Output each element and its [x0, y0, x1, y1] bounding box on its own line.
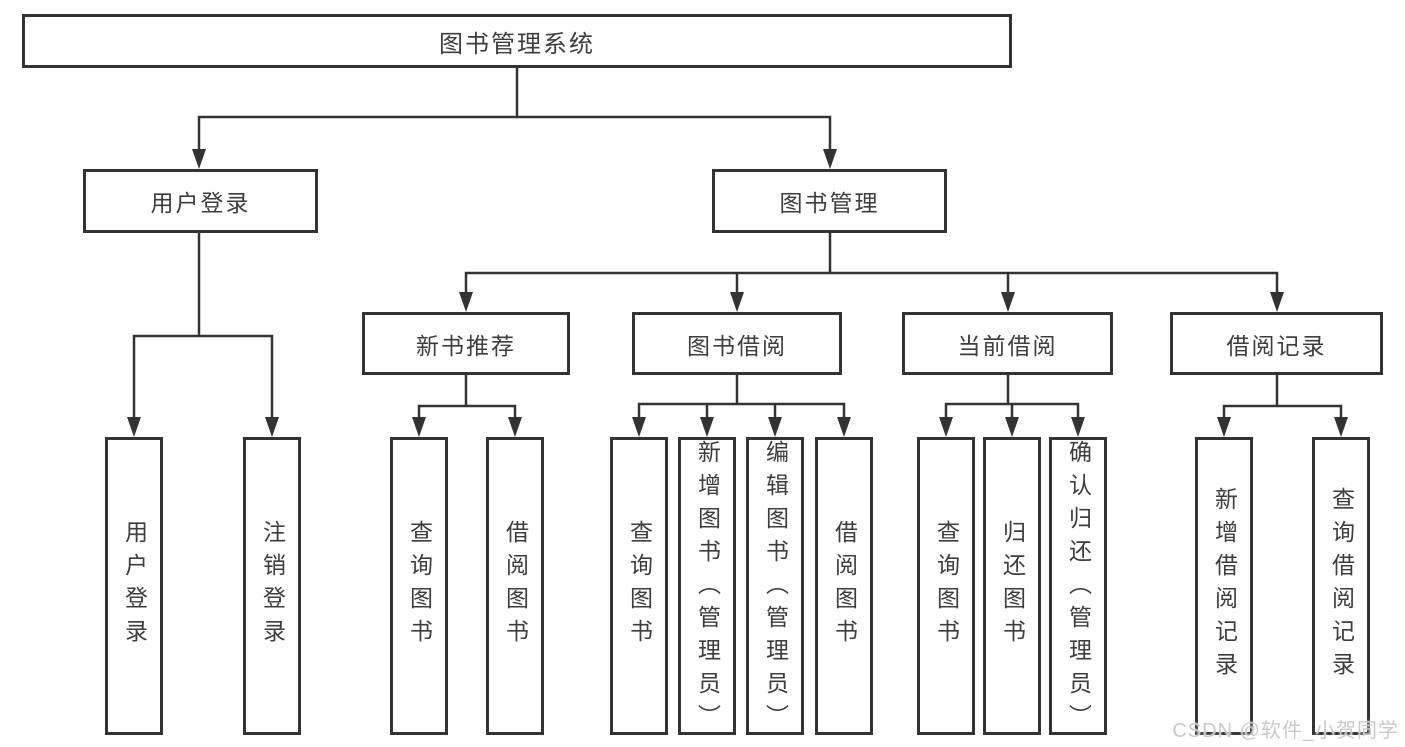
leaf-query-borrow-record: 查询借阅记录: [1312, 437, 1370, 735]
node-current-borrowing: 当前借阅: [902, 312, 1113, 375]
leaf-query-books-current: 查询图书: [917, 437, 975, 735]
node-book-borrowing: 图书借阅: [632, 312, 842, 375]
node-label: 借阅记录: [1226, 332, 1327, 359]
node-label: 图书借阅: [687, 332, 787, 359]
node-label: 查询图书: [626, 520, 653, 652]
leaf-query-books-recommend: 查询图书: [390, 437, 448, 735]
node-label: 编辑图书（管理员）: [762, 440, 789, 737]
leaf-borrow-books-borrow: 借阅图书: [815, 437, 873, 735]
node-label: 归还图书: [999, 520, 1026, 652]
leaf-add-borrow-record: 新增借阅记录: [1195, 437, 1253, 735]
node-user-login: 用户登录: [83, 169, 318, 233]
leaf-confirm-return-admin: 确认归还（管理员）: [1049, 437, 1107, 737]
node-label: 用户登录: [150, 190, 251, 216]
node-label: 借阅图书: [502, 520, 529, 652]
node-label: 查询图书: [933, 520, 960, 652]
leaf-edit-book-admin: 编辑图书（管理员）: [746, 437, 804, 737]
node-label: 查询图书: [406, 520, 433, 652]
leaf-user-login: 用户登录: [105, 437, 163, 735]
leaf-borrow-books-recommend: 借阅图书: [486, 437, 544, 735]
node-library-management-system: 图书管理系统: [22, 14, 1012, 68]
node-label: 图书管理系统: [439, 30, 595, 58]
csdn-watermark: CSDN @软件_小贺同学: [1172, 720, 1399, 742]
node-label: 查询借阅记录: [1328, 487, 1355, 685]
node-label: 当前借阅: [957, 332, 1058, 359]
leaf-return-book: 归还图书: [983, 437, 1041, 735]
node-label: 用户登录: [121, 520, 148, 652]
node-new-book-recommendation: 新书推荐: [362, 312, 570, 375]
node-book-management: 图书管理: [712, 169, 947, 233]
leaf-query-books-borrow: 查询图书: [610, 437, 668, 735]
node-label: 新增图书（管理员）: [694, 440, 721, 737]
node-borrowing-records: 借阅记录: [1170, 312, 1383, 375]
node-label: 新增借阅记录: [1211, 487, 1238, 685]
node-label: 借阅图书: [831, 520, 858, 652]
leaf-add-book-admin: 新增图书（管理员）: [678, 437, 736, 737]
node-label: 图书管理: [779, 190, 880, 216]
node-label: 确认归还（管理员）: [1065, 440, 1092, 737]
node-label: 注销登录: [259, 520, 286, 652]
node-label: 新书推荐: [416, 332, 516, 359]
leaf-logout: 注销登录: [243, 437, 301, 735]
